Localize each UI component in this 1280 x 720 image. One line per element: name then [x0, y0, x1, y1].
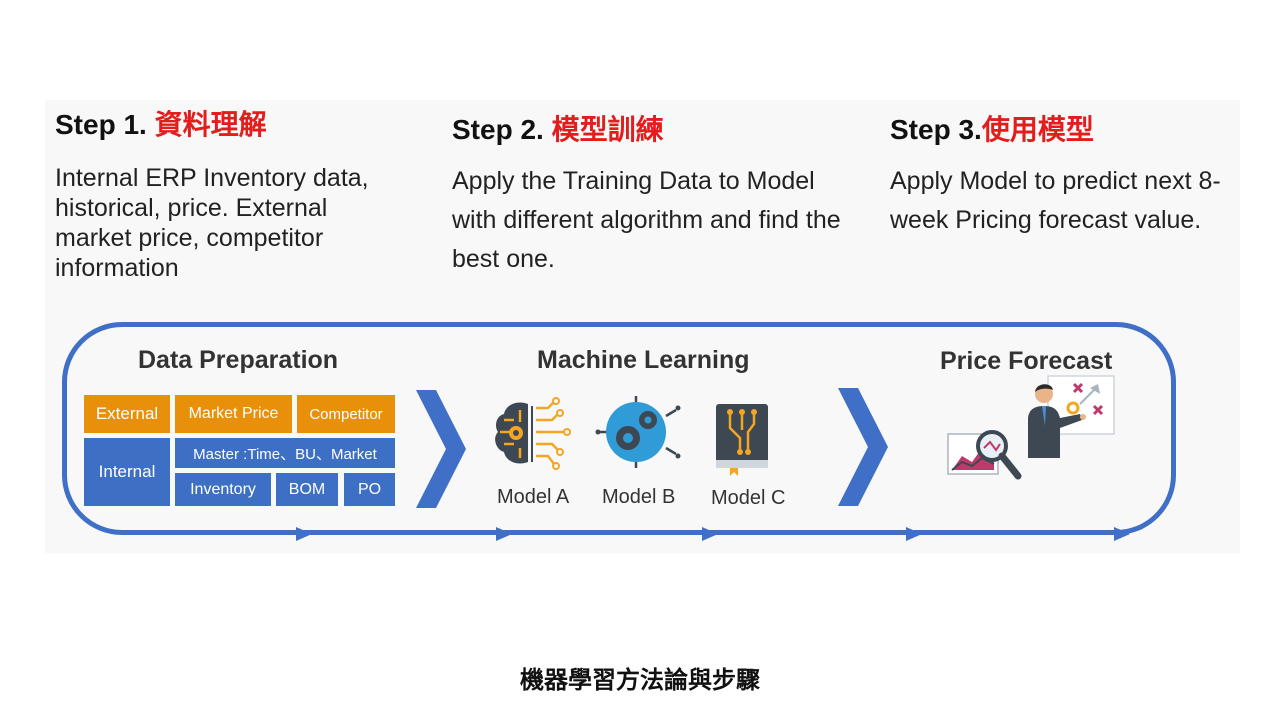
- master-box: Master :Time、BU、Market: [175, 438, 395, 468]
- loop-arrowhead: [296, 527, 312, 541]
- step-2-description: Apply the Training Data to Model with di…: [452, 167, 841, 273]
- step-3-description: Apply Model to predict next 8-week Prici…: [890, 167, 1221, 234]
- model-c-label: Model C: [711, 487, 786, 509]
- process-loop-border: [62, 322, 1176, 535]
- data-preparation-title: Data Preparation: [138, 346, 339, 374]
- model-a-label: Model A: [497, 486, 570, 508]
- market-price-box: Market Price: [175, 395, 292, 433]
- book-circuit-icon: [716, 404, 768, 476]
- external-box: External: [84, 395, 170, 433]
- loop-arrowhead: [496, 527, 512, 541]
- step-3: Step 3.使用模型 Apply Model to predict next …: [890, 108, 1250, 240]
- step-2-label: Step 2.: [452, 114, 552, 145]
- machine-learning-title: Machine Learning: [537, 346, 750, 374]
- diagram-caption: 機器學習方法論與步驟: [520, 666, 760, 694]
- competitor-box: Competitor: [297, 395, 395, 433]
- step-2-zh-title: 模型訓練: [551, 113, 664, 146]
- step-2: Step 2. 模型訓練 Apply the Training Data to …: [452, 108, 852, 279]
- internal-box: Internal: [84, 438, 170, 506]
- step-1-heading: Step 1. 資料理解: [55, 103, 395, 143]
- loop-arrowhead: [702, 527, 718, 541]
- loop-arrowhead: [1114, 527, 1130, 541]
- step-3-label: Step 3.: [890, 114, 982, 145]
- inventory-box: Inventory: [175, 473, 271, 506]
- po-box: PO: [344, 473, 395, 506]
- loop-arrowhead: [906, 527, 922, 541]
- step-1-zh-title: 資料理解: [154, 108, 267, 141]
- step-1-label: Step 1.: [55, 109, 155, 140]
- chart-magnifier-icon: [947, 430, 1022, 480]
- step-3-heading: Step 3.使用模型: [890, 108, 1250, 148]
- presenter-icon: [1028, 375, 1115, 458]
- chevron-arrow-1: [416, 390, 466, 508]
- model-b-label: Model B: [602, 486, 676, 508]
- brain-circuit-icon: [495, 397, 571, 470]
- step-1-description: Internal ERP Inventory data, historical,…: [55, 164, 369, 282]
- gear-circuit-icon: [595, 396, 681, 468]
- chevron-arrow-2: [838, 388, 888, 506]
- price-forecast-title: Price Forecast: [940, 347, 1113, 375]
- step-2-heading: Step 2. 模型訓練: [452, 108, 852, 148]
- step-1: Step 1. 資料理解 Internal ERP Inventory data…: [55, 103, 395, 283]
- bom-box: BOM: [276, 473, 338, 506]
- step-3-zh-title: 使用模型: [981, 113, 1094, 146]
